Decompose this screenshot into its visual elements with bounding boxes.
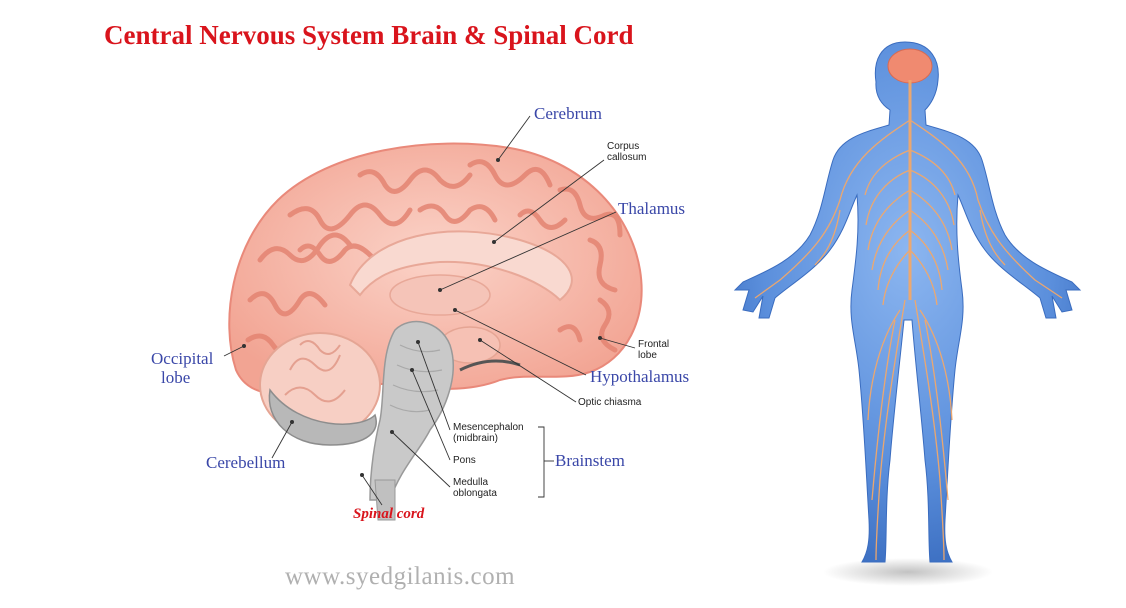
thalamus-shape <box>389 274 491 316</box>
label-occipital-lobe-line2: lobe <box>161 368 191 387</box>
label-spinal-cord: Spinal cord <box>353 506 425 522</box>
label-medulla-line1: Medulla <box>453 477 489 488</box>
page-title: Central Nervous System Brain & Spinal Co… <box>104 20 634 50</box>
label-occipital-lobe: Occipital lobe <box>151 349 213 387</box>
label-corpus-callosum-line2: callosum <box>607 152 647 163</box>
leader-dots <box>242 158 602 477</box>
label-frontal-lobe-line2: lobe <box>638 350 657 361</box>
brainstem-shape <box>369 320 454 521</box>
optic-chiasma-shape <box>459 359 521 372</box>
label-medulla-line2: oblongata <box>453 488 497 499</box>
label-frontal-lobe: Frontal lobe <box>638 339 669 361</box>
label-hypothalamus: Hypothalamus <box>590 367 690 386</box>
body-silhouette <box>733 41 1082 563</box>
label-brainstem: Brainstem <box>555 451 625 470</box>
label-optic-chiasma: Optic chiasma <box>578 397 642 408</box>
label-cerebrum: Cerebrum <box>534 104 602 123</box>
label-mesencephalon-line2: (midbrain) <box>453 433 499 444</box>
floor-shadow <box>823 558 993 586</box>
brain-illustration <box>223 115 643 521</box>
label-pons: Pons <box>453 455 476 466</box>
website-watermark: www.syedgilanis.com <box>285 563 516 590</box>
label-corpus-callosum-line1: Corpus <box>607 141 640 152</box>
label-medulla-oblongata: Medulla oblongata <box>453 477 497 499</box>
label-mesencephalon-line1: Mesencephalon <box>453 422 524 433</box>
label-corpus-callosum: Corpus callosum <box>607 141 646 163</box>
label-cerebellum: Cerebellum <box>206 453 286 472</box>
label-frontal-lobe-line1: Frontal <box>638 339 670 350</box>
cerebellum-shape <box>259 332 381 446</box>
label-thalamus: Thalamus <box>618 199 686 218</box>
corpus-callosum-shape <box>348 230 573 302</box>
body-brain <box>887 48 933 84</box>
label-mesencephalon: Mesencephalon (midbrain) <box>453 422 524 444</box>
nerve-network <box>754 80 1063 561</box>
gyri-pattern <box>245 159 623 355</box>
label-occipital-lobe-line1: Occipital <box>151 349 214 368</box>
human-body-illustration <box>733 41 1082 586</box>
leader-lines <box>223 115 636 506</box>
